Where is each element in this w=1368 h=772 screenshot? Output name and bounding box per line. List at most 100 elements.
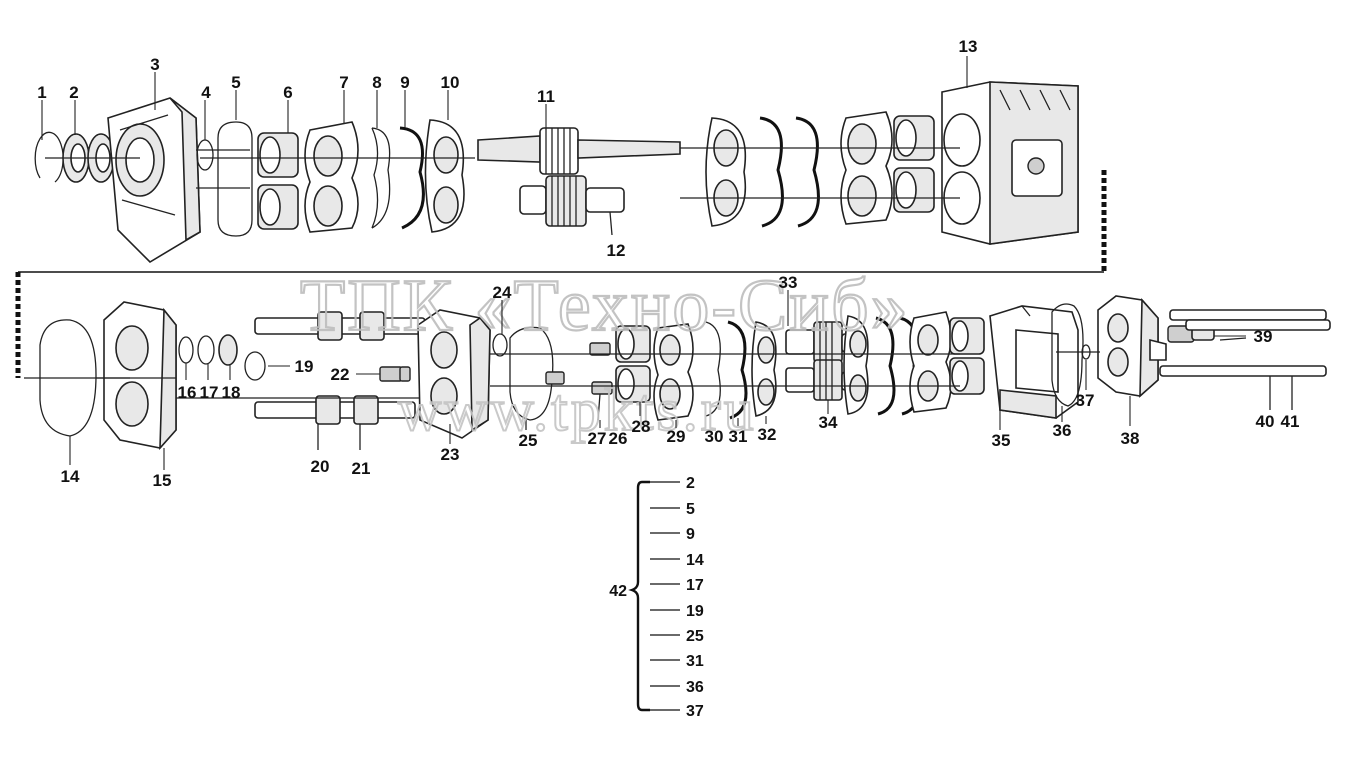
top-assembly-lines (45, 147, 960, 199)
callout-22: 22 (331, 365, 350, 384)
part-18-ring (218, 334, 238, 366)
kit-item: 37 (686, 703, 704, 720)
part-30-seal (705, 321, 721, 417)
callout-3: 3 (150, 55, 159, 74)
part-38-rear-cover (1097, 295, 1167, 398)
callout-36: 36 (1053, 421, 1072, 440)
part-bottom-needle-bearings-b (949, 317, 985, 395)
part-3-front-cover (107, 97, 201, 264)
kit-item: 19 (686, 603, 704, 620)
callout-41: 41 (1281, 412, 1300, 431)
callout-1: 1 (37, 83, 46, 102)
callout-38: 38 (1121, 429, 1140, 448)
callout-6: 6 (283, 83, 292, 102)
callout-20: 20 (311, 457, 330, 476)
part-14-gasket (39, 319, 97, 437)
part-4-o-ring (196, 139, 214, 171)
callout-4: 4 (201, 83, 211, 102)
callout-19: 19 (295, 357, 314, 376)
callout-33: 33 (779, 273, 798, 292)
part-12-driven-gear (519, 175, 625, 236)
callout-8: 8 (372, 73, 381, 92)
kit-label: 42 (609, 583, 627, 600)
part-19-o-ring (244, 351, 266, 381)
part-top-ring-a (759, 116, 784, 228)
callout-10: 10 (441, 73, 460, 92)
callout-17: 17 (200, 383, 219, 402)
callout-32: 32 (758, 425, 777, 444)
callout-35: 35 (992, 431, 1011, 450)
callout-12: 12 (607, 241, 626, 260)
part-bottom-plate-b (843, 315, 869, 415)
part-10-plate (424, 119, 465, 233)
callout-28: 28 (632, 417, 651, 436)
bottom-row-parts (39, 295, 1331, 451)
part-8-seal (371, 127, 391, 229)
part-13-gear-housing (941, 81, 1079, 245)
kit-item: 36 (686, 679, 704, 696)
part-40-41-bolts (1159, 309, 1331, 410)
part-20-21-bolts (254, 311, 426, 450)
part-15-end-cover (96, 301, 177, 451)
part-6-needle-bearings (257, 132, 299, 230)
callout-40: 40 (1256, 412, 1275, 431)
callout-27: 27 (588, 429, 607, 448)
bottom-assembly-lines (24, 351, 1100, 399)
callout-16: 16 (178, 383, 197, 402)
watermark-site: www.tpkts.ru (398, 377, 757, 443)
watermark: ТПК «Техно-Сиб» www.tpkts.ru (299, 264, 910, 444)
watermark-company: ТПК «Техно-Сиб» (300, 265, 910, 347)
callout-24: 24 (493, 283, 512, 302)
repair-kit-bracket: 42 2 5 9 14 17 19 25 31 36 37 (609, 475, 704, 720)
callout-14: 14 (61, 467, 80, 486)
section-connector (15, 170, 1107, 378)
part-23-middle-plate (417, 309, 491, 439)
leader-lines (41, 56, 1246, 470)
part-top-ring-b (795, 116, 820, 228)
part-26-27-fittings (545, 342, 613, 421)
kit-item: 5 (686, 501, 695, 518)
callout-26: 26 (609, 429, 628, 448)
callout-29: 29 (667, 427, 686, 446)
part-28-needle-bearings (615, 325, 651, 403)
part-top-plate-a (705, 117, 747, 227)
callout-5: 5 (231, 73, 240, 92)
callout-30: 30 (705, 427, 724, 446)
part-9-ring (399, 126, 425, 230)
callout-13: 13 (959, 37, 978, 56)
callout-34: 34 (819, 413, 838, 432)
kit-item: 9 (686, 526, 695, 543)
callout-labels: 1 2 3 4 5 6 7 8 9 10 11 12 13 14 15 16 1… (37, 37, 1299, 490)
kit-item: 2 (686, 475, 695, 492)
callout-31: 31 (729, 427, 748, 446)
part-16-ring (178, 336, 194, 364)
callout-2: 2 (69, 83, 78, 102)
part-36-gasket (1051, 303, 1084, 407)
part-11-drive-gear (477, 127, 681, 175)
kit-item: 14 (686, 552, 704, 569)
callout-9: 9 (400, 73, 409, 92)
top-row-parts (34, 81, 1079, 264)
part-top-bushing (840, 111, 893, 225)
kit-item: 31 (686, 653, 704, 670)
part-1-snap-ring (34, 131, 64, 183)
callout-11: 11 (537, 87, 555, 106)
part-top-needle-bearings (893, 115, 935, 213)
part-17-ring (197, 335, 215, 365)
callout-23: 23 (441, 445, 460, 464)
callout-15: 15 (153, 471, 172, 490)
kit-item: 17 (686, 577, 704, 594)
part-bottom-bushing-b (909, 311, 952, 413)
callout-25: 25 (519, 431, 538, 450)
kit-item: 25 (686, 628, 704, 645)
part-31-ring (727, 320, 748, 420)
callout-7: 7 (339, 73, 348, 92)
callout-39: 39 (1254, 327, 1273, 346)
callout-21: 21 (352, 459, 371, 478)
part-5-gasket (196, 121, 253, 237)
part-7-bushing (304, 121, 359, 233)
part-35-gear-housing (989, 305, 1079, 419)
callout-37: 37 (1076, 391, 1095, 410)
part-24-o-ring (492, 333, 508, 357)
